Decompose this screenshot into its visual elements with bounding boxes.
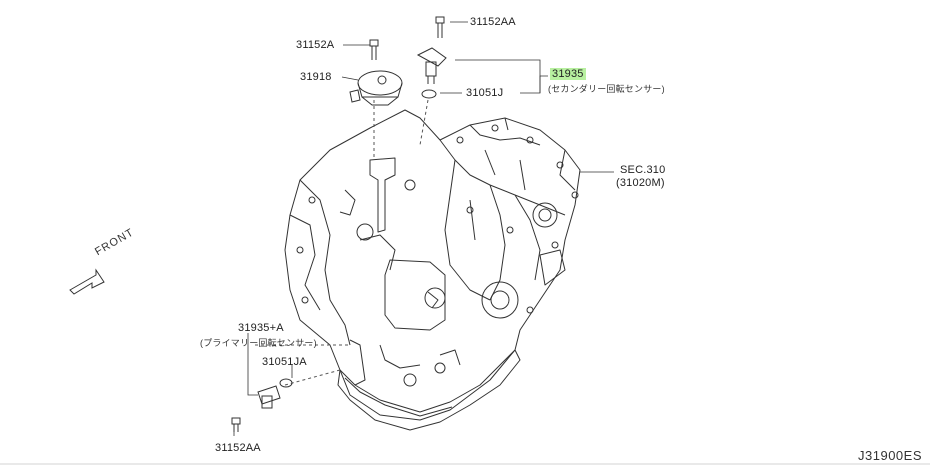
label-sec-310[interactable]: SEC.310 <box>620 164 666 176</box>
bolt-31152a <box>369 39 379 60</box>
label-31051j: 31051J <box>466 87 504 99</box>
primary-speed-sensor <box>257 385 281 409</box>
label-31935a: 31935+A <box>238 322 284 334</box>
label-31152aa-top: 31152AA <box>470 16 516 28</box>
o-ring-bottom <box>279 378 293 388</box>
label-31020m: (31020M) <box>616 177 665 189</box>
bracket-31918 <box>349 70 403 106</box>
label-31935-highlighted[interactable]: 31935 <box>550 68 586 80</box>
bolt-31152aa-bottom <box>231 417 241 432</box>
label-31918: 31918 <box>300 71 332 83</box>
label-primary-sensor-desc: (プライマリー回転センサー) <box>200 338 317 348</box>
oil-pan <box>337 349 521 431</box>
solenoid-body <box>384 259 446 331</box>
label-31051ja: 31051JA <box>262 356 307 368</box>
label-secondary-sensor-desc: (セカンダリー回転センサー) <box>548 84 665 94</box>
bottom-divider <box>0 463 930 465</box>
label-31152a: 31152A <box>296 39 335 51</box>
bell-housing <box>299 179 351 346</box>
transmission-case <box>284 109 581 421</box>
label-31152aa-bottom: 31152AA <box>215 442 261 454</box>
bolt-31152aa-top <box>435 16 445 38</box>
front-arrow <box>69 268 105 295</box>
o-ring-top <box>421 89 437 99</box>
page-code: J31900ES <box>858 448 922 463</box>
secondary-speed-sensor <box>416 47 447 84</box>
